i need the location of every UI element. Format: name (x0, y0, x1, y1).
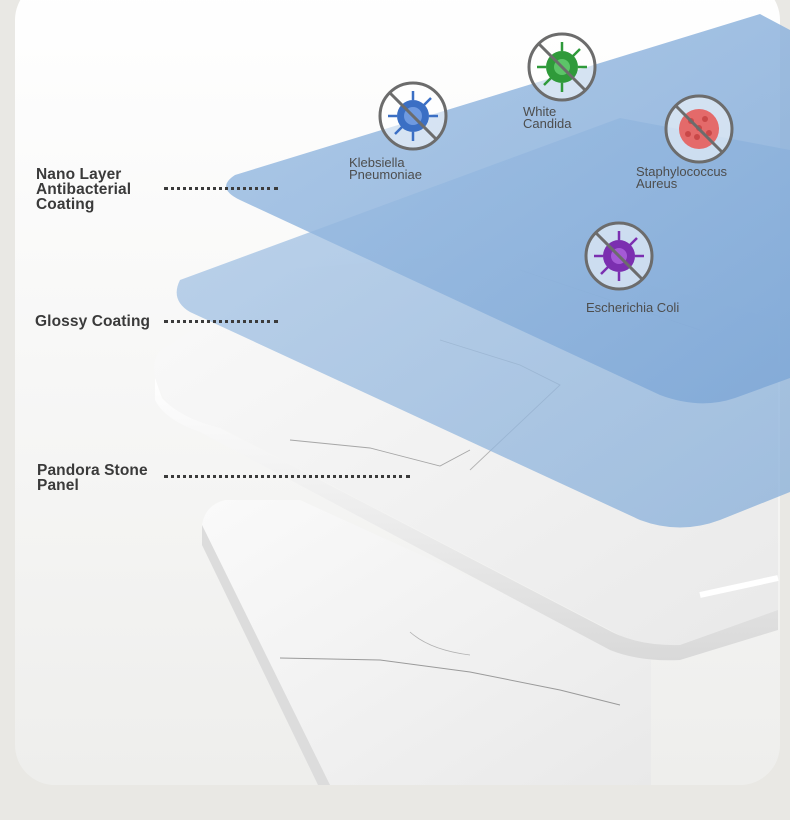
staphylococcus-label: Staphylococcus Aureus (636, 164, 728, 191)
klebsiella-label: Klebsiella Pneumoniae (349, 155, 422, 182)
candida-badge (527, 32, 597, 102)
glossy-coating-leader (164, 320, 278, 323)
lower-stone-panel (202, 500, 651, 785)
nano-coating-layer (226, 14, 790, 404)
staphylococcus-badge (664, 94, 734, 164)
klebsiella-badge (378, 81, 448, 151)
glossy-coating-label: Glossy Coating (35, 313, 151, 330)
nano-coating-leader (164, 187, 278, 190)
ecoli-badge (584, 221, 654, 291)
ecoli-label: Escherichia Coli (586, 300, 680, 315)
stone-panel-label: Pandora Stone Panel (37, 462, 148, 494)
nano-coating-label: Nano Layer Antibacterial Coating (36, 166, 132, 213)
stone-panel-leader (164, 475, 410, 478)
candida-label: White Candida (523, 104, 572, 131)
